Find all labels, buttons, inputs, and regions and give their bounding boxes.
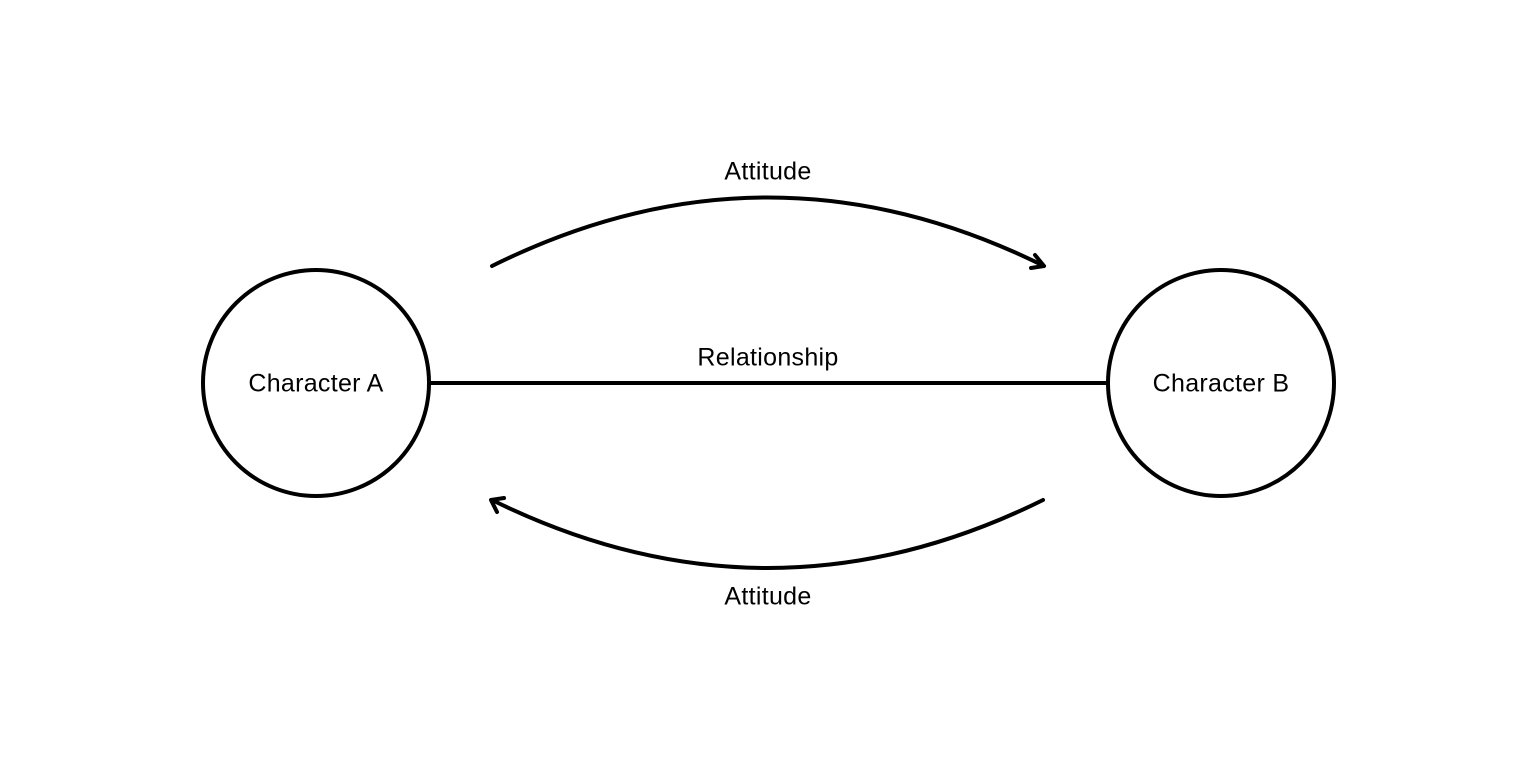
relationship-label: Relationship [697, 344, 838, 372]
character-a-node [201, 268, 431, 498]
arrowhead-left-icon [489, 496, 506, 514]
attitude-arc-a-to-b [490, 195, 1046, 268]
character-b-label: Character B [1153, 370, 1290, 398]
character-a-label: Character A [248, 370, 383, 398]
attitude-arc-b-to-a [490, 498, 1045, 570]
character-b-node [1106, 268, 1336, 498]
attitude-label-top: Attitude [724, 158, 811, 186]
arrowhead-right-icon [1029, 253, 1046, 270]
attitude-label-bottom: Attitude [724, 583, 811, 611]
